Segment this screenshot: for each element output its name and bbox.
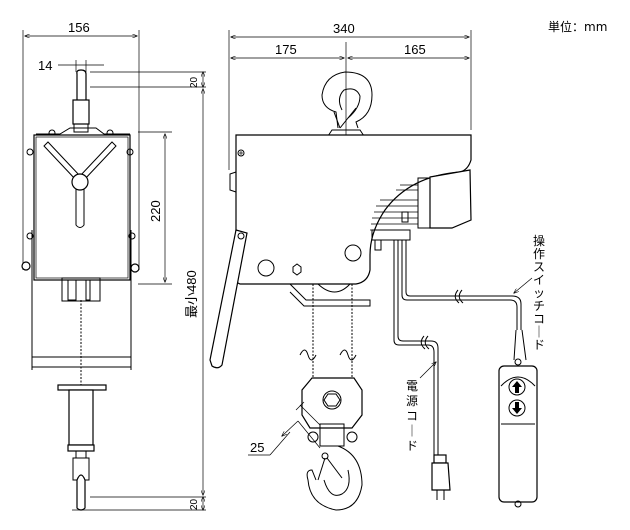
dim-175: 175	[275, 42, 297, 57]
down-button[interactable]	[508, 399, 526, 417]
dim-top-20: 20	[189, 76, 200, 88]
height-dimensions: 20 20 最小480 220	[72, 72, 206, 510]
front-view: 340 175 165	[209, 21, 472, 511]
dim-25: 25	[250, 440, 264, 455]
side-view: 156 14	[21, 20, 140, 511]
dim-156: 156	[68, 20, 90, 35]
dim-min-480: 最小480	[184, 270, 199, 318]
switch-cord-label: 操作スイッチコ｜ド	[533, 233, 545, 352]
power-cord-label: 電源コ｜ド	[406, 379, 418, 453]
dim-bottom-20: 20	[189, 498, 200, 510]
dim-165: 165	[404, 42, 426, 57]
dim-220: 220	[148, 200, 163, 222]
dim-14: 14	[38, 58, 52, 73]
arrow-up-icon	[512, 381, 522, 393]
unit-label: 単位：mm	[548, 19, 607, 34]
up-button[interactable]	[508, 378, 526, 396]
dim-340: 340	[333, 21, 355, 36]
power-cord-text: 電源コ｜ド	[406, 379, 418, 453]
cords	[393, 240, 533, 500]
arrow-down-icon	[512, 402, 522, 414]
pendant-switch	[498, 365, 538, 508]
switch-cord-text: 操作スイッチコ｜ド	[533, 233, 545, 352]
